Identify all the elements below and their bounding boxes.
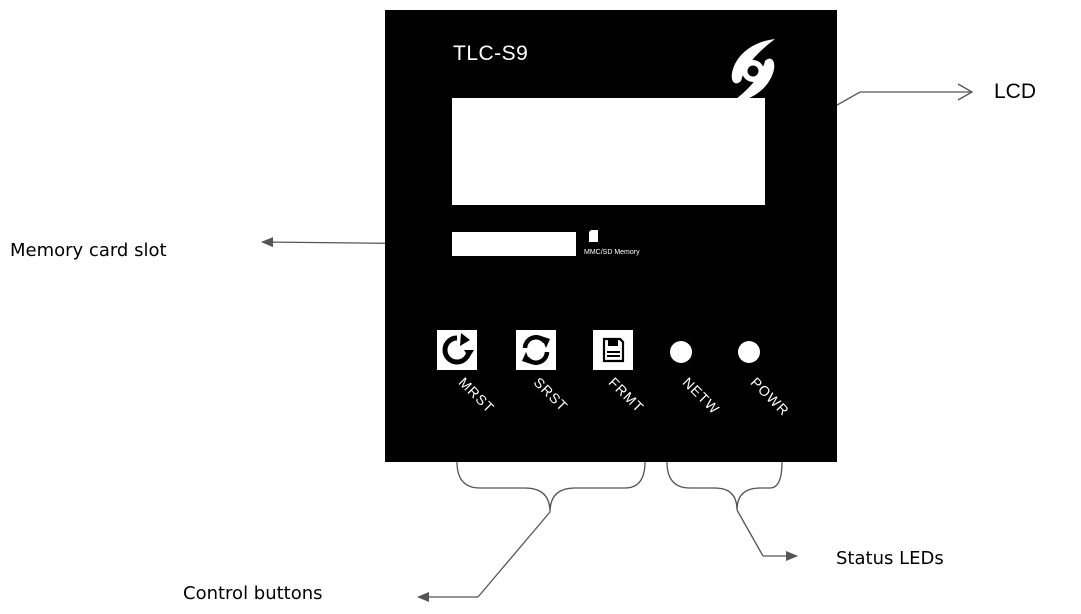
- sd-card-icon: [589, 230, 598, 242]
- refresh-cycle-icon: [522, 335, 550, 365]
- floppy-disk-icon: [602, 337, 625, 363]
- status-leds-callout: Status LEDs: [836, 548, 944, 569]
- powr-label: POWR: [747, 374, 793, 419]
- srst-button[interactable]: [516, 330, 556, 370]
- refresh-single-icon: [442, 333, 474, 365]
- device-front-panel: TLC-S9 MMC/SD Memory: [385, 10, 837, 462]
- lcd-screen: [452, 98, 765, 205]
- status-leds-brace: [666, 461, 783, 511]
- status-leds-pointer: [736, 509, 798, 561]
- model-name: TLC-S9: [453, 42, 529, 65]
- powr-led: [738, 341, 760, 363]
- memory-card-slot-callout: Memory card slot: [10, 240, 167, 261]
- brand-logo-icon: [731, 39, 775, 103]
- card-slot-label: MMC/SD Memory: [584, 249, 640, 256]
- memory-card-slot[interactable]: [452, 232, 576, 256]
- lcd-callout: LCD: [994, 80, 1037, 103]
- control-buttons-pointer: [417, 511, 551, 602]
- srst-label: SRST: [530, 374, 572, 415]
- netw-led: [670, 341, 692, 363]
- mrst-button[interactable]: [437, 330, 477, 370]
- mrst-label: MRST: [455, 374, 498, 417]
- control-buttons-brace: [456, 461, 646, 513]
- frmt-button[interactable]: [593, 330, 633, 370]
- netw-label: NETW: [679, 374, 723, 418]
- frmt-label: FRMT: [605, 374, 648, 416]
- control-buttons-callout: Control buttons: [183, 583, 323, 604]
